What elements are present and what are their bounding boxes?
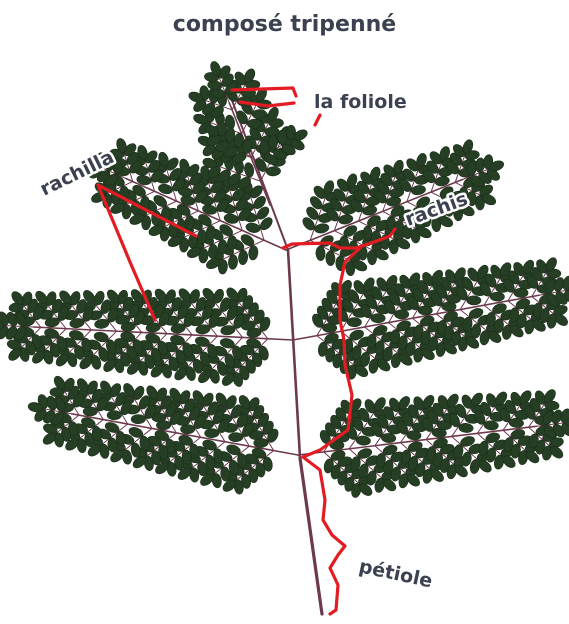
leaflet: [248, 245, 258, 260]
leaflet: [316, 246, 326, 261]
leaflet: [229, 432, 244, 441]
leaflet: [394, 310, 409, 319]
leaflet: [266, 166, 281, 176]
main-rachis: [288, 250, 300, 458]
leaflet: [131, 414, 146, 423]
leaflet: [238, 250, 248, 265]
leaflet: [268, 135, 277, 150]
leaflet: [514, 288, 529, 297]
leaflet: [277, 130, 286, 145]
leaflet: [259, 140, 268, 155]
petiole-stem: [300, 458, 322, 614]
leaflet: [107, 410, 122, 419]
leaflet: [490, 292, 505, 301]
leaflet: [371, 313, 386, 322]
leaflet: [347, 317, 362, 326]
label-foliole: la foliole: [314, 91, 407, 113]
leaflet: [467, 296, 482, 305]
leaflet: [205, 428, 220, 437]
leaflet: [228, 255, 238, 270]
leaflet: [356, 435, 371, 445]
leaflet: [381, 433, 396, 443]
leaflet: [484, 420, 499, 430]
label-petiole: pétiole: [357, 555, 434, 592]
leaflet: [83, 407, 98, 416]
leaflet: [180, 424, 195, 433]
leaflet: [325, 251, 335, 266]
leaflet: [458, 423, 473, 433]
